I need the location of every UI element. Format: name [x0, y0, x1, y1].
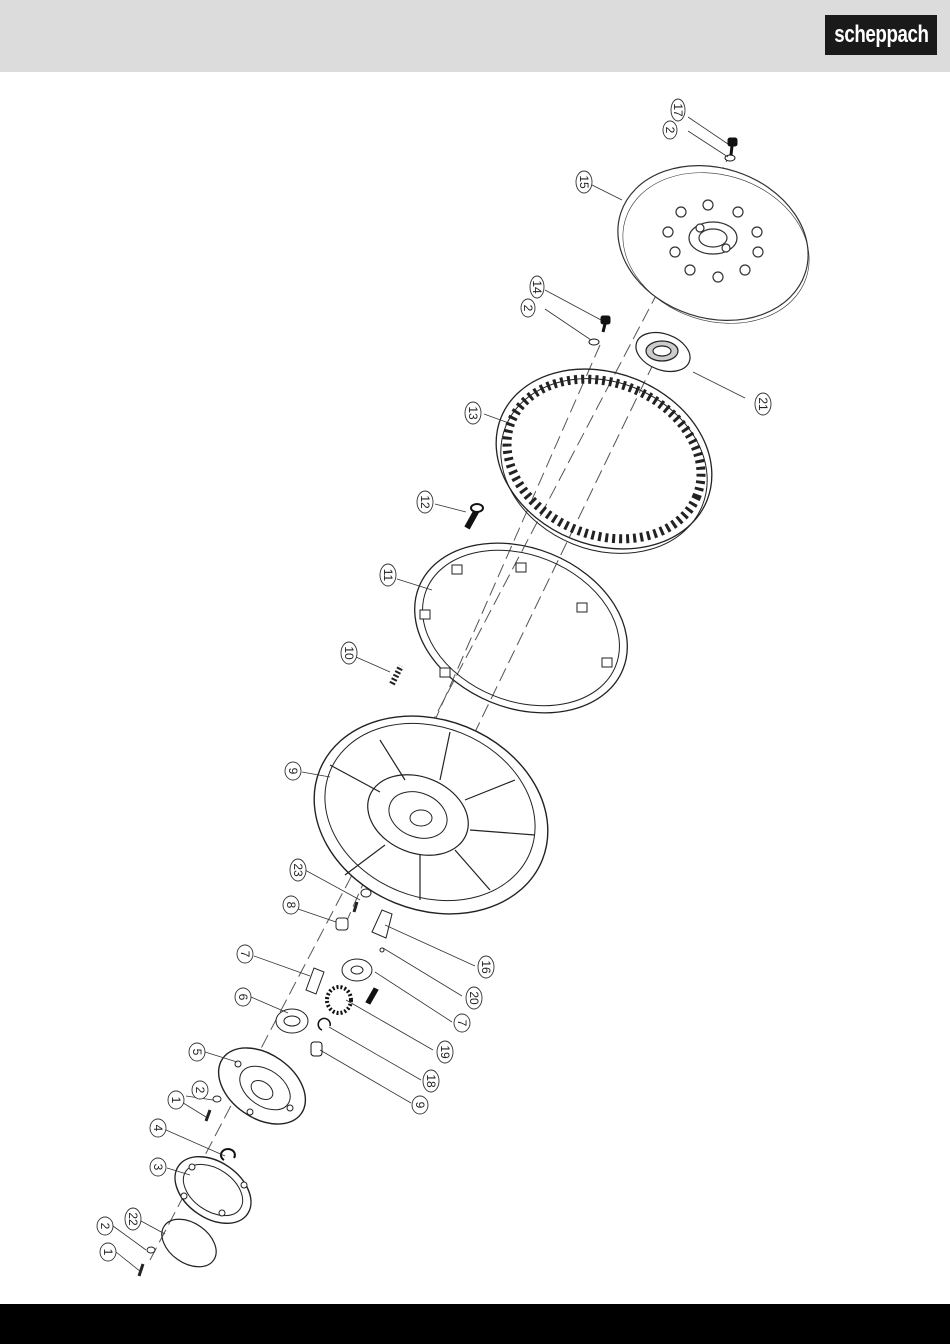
callout-9: 9	[286, 768, 300, 775]
callout-3: 3	[151, 1164, 165, 1171]
callout-4: 4	[151, 1125, 165, 1132]
callout-8: 8	[284, 902, 298, 909]
callout-21: 21	[756, 397, 770, 411]
callout-1: 1	[101, 1249, 115, 1256]
part-12-pin	[467, 504, 483, 528]
callout-15: 15	[577, 175, 591, 189]
callout-1b: 1	[169, 1097, 183, 1104]
callout-12: 12	[418, 495, 432, 509]
callout-19: 19	[438, 1045, 452, 1059]
part-19-gear	[311, 987, 378, 1056]
callout-9b: 9	[413, 1102, 427, 1109]
part-9-housing	[284, 682, 578, 948]
scheppach-logo: scheppach	[825, 15, 937, 55]
part-10-spring	[392, 666, 401, 684]
part-21-flange	[631, 326, 696, 379]
callout-14: 14	[530, 280, 544, 294]
exploded-parts-diagram: 17 2 15 14 2 21 13 12 11 10 9 23 8 7 16 …	[0, 72, 950, 1304]
lower-screw-washer	[139, 1247, 155, 1276]
part-3-cover	[163, 1143, 264, 1237]
brand-name: scheppach	[834, 21, 928, 49]
callout-6: 6	[236, 994, 250, 1001]
callout-2c: 2	[193, 1087, 207, 1094]
callout-16: 16	[479, 960, 493, 974]
callout-2b: 2	[521, 305, 535, 312]
callout-20: 20	[467, 991, 481, 1005]
callout-23: 23	[291, 863, 305, 877]
callout-13: 13	[466, 406, 480, 420]
part-15-disc	[598, 142, 829, 347]
part-17-screw	[725, 138, 737, 161]
callout-11: 11	[381, 569, 395, 582]
callout-2: 2	[663, 127, 677, 134]
part-5-gear-housing	[204, 1032, 319, 1139]
callout-2d: 2	[98, 1223, 112, 1230]
upper-screw-washer	[206, 1096, 221, 1121]
part-14-screw	[589, 316, 610, 345]
callout-7: 7	[238, 951, 252, 958]
part-4-clip	[221, 1149, 235, 1160]
callout-5: 5	[190, 1049, 204, 1056]
callout-17: 17	[671, 103, 685, 117]
callout-7b: 7	[455, 1020, 469, 1027]
callout-18: 18	[424, 1074, 438, 1088]
footer-band	[0, 1304, 950, 1344]
part-11-ring	[389, 513, 653, 744]
part-6-bearing	[276, 1009, 308, 1033]
callout-10: 10	[342, 646, 356, 660]
callout-22: 22	[126, 1212, 140, 1226]
header-band: scheppach	[0, 0, 950, 72]
